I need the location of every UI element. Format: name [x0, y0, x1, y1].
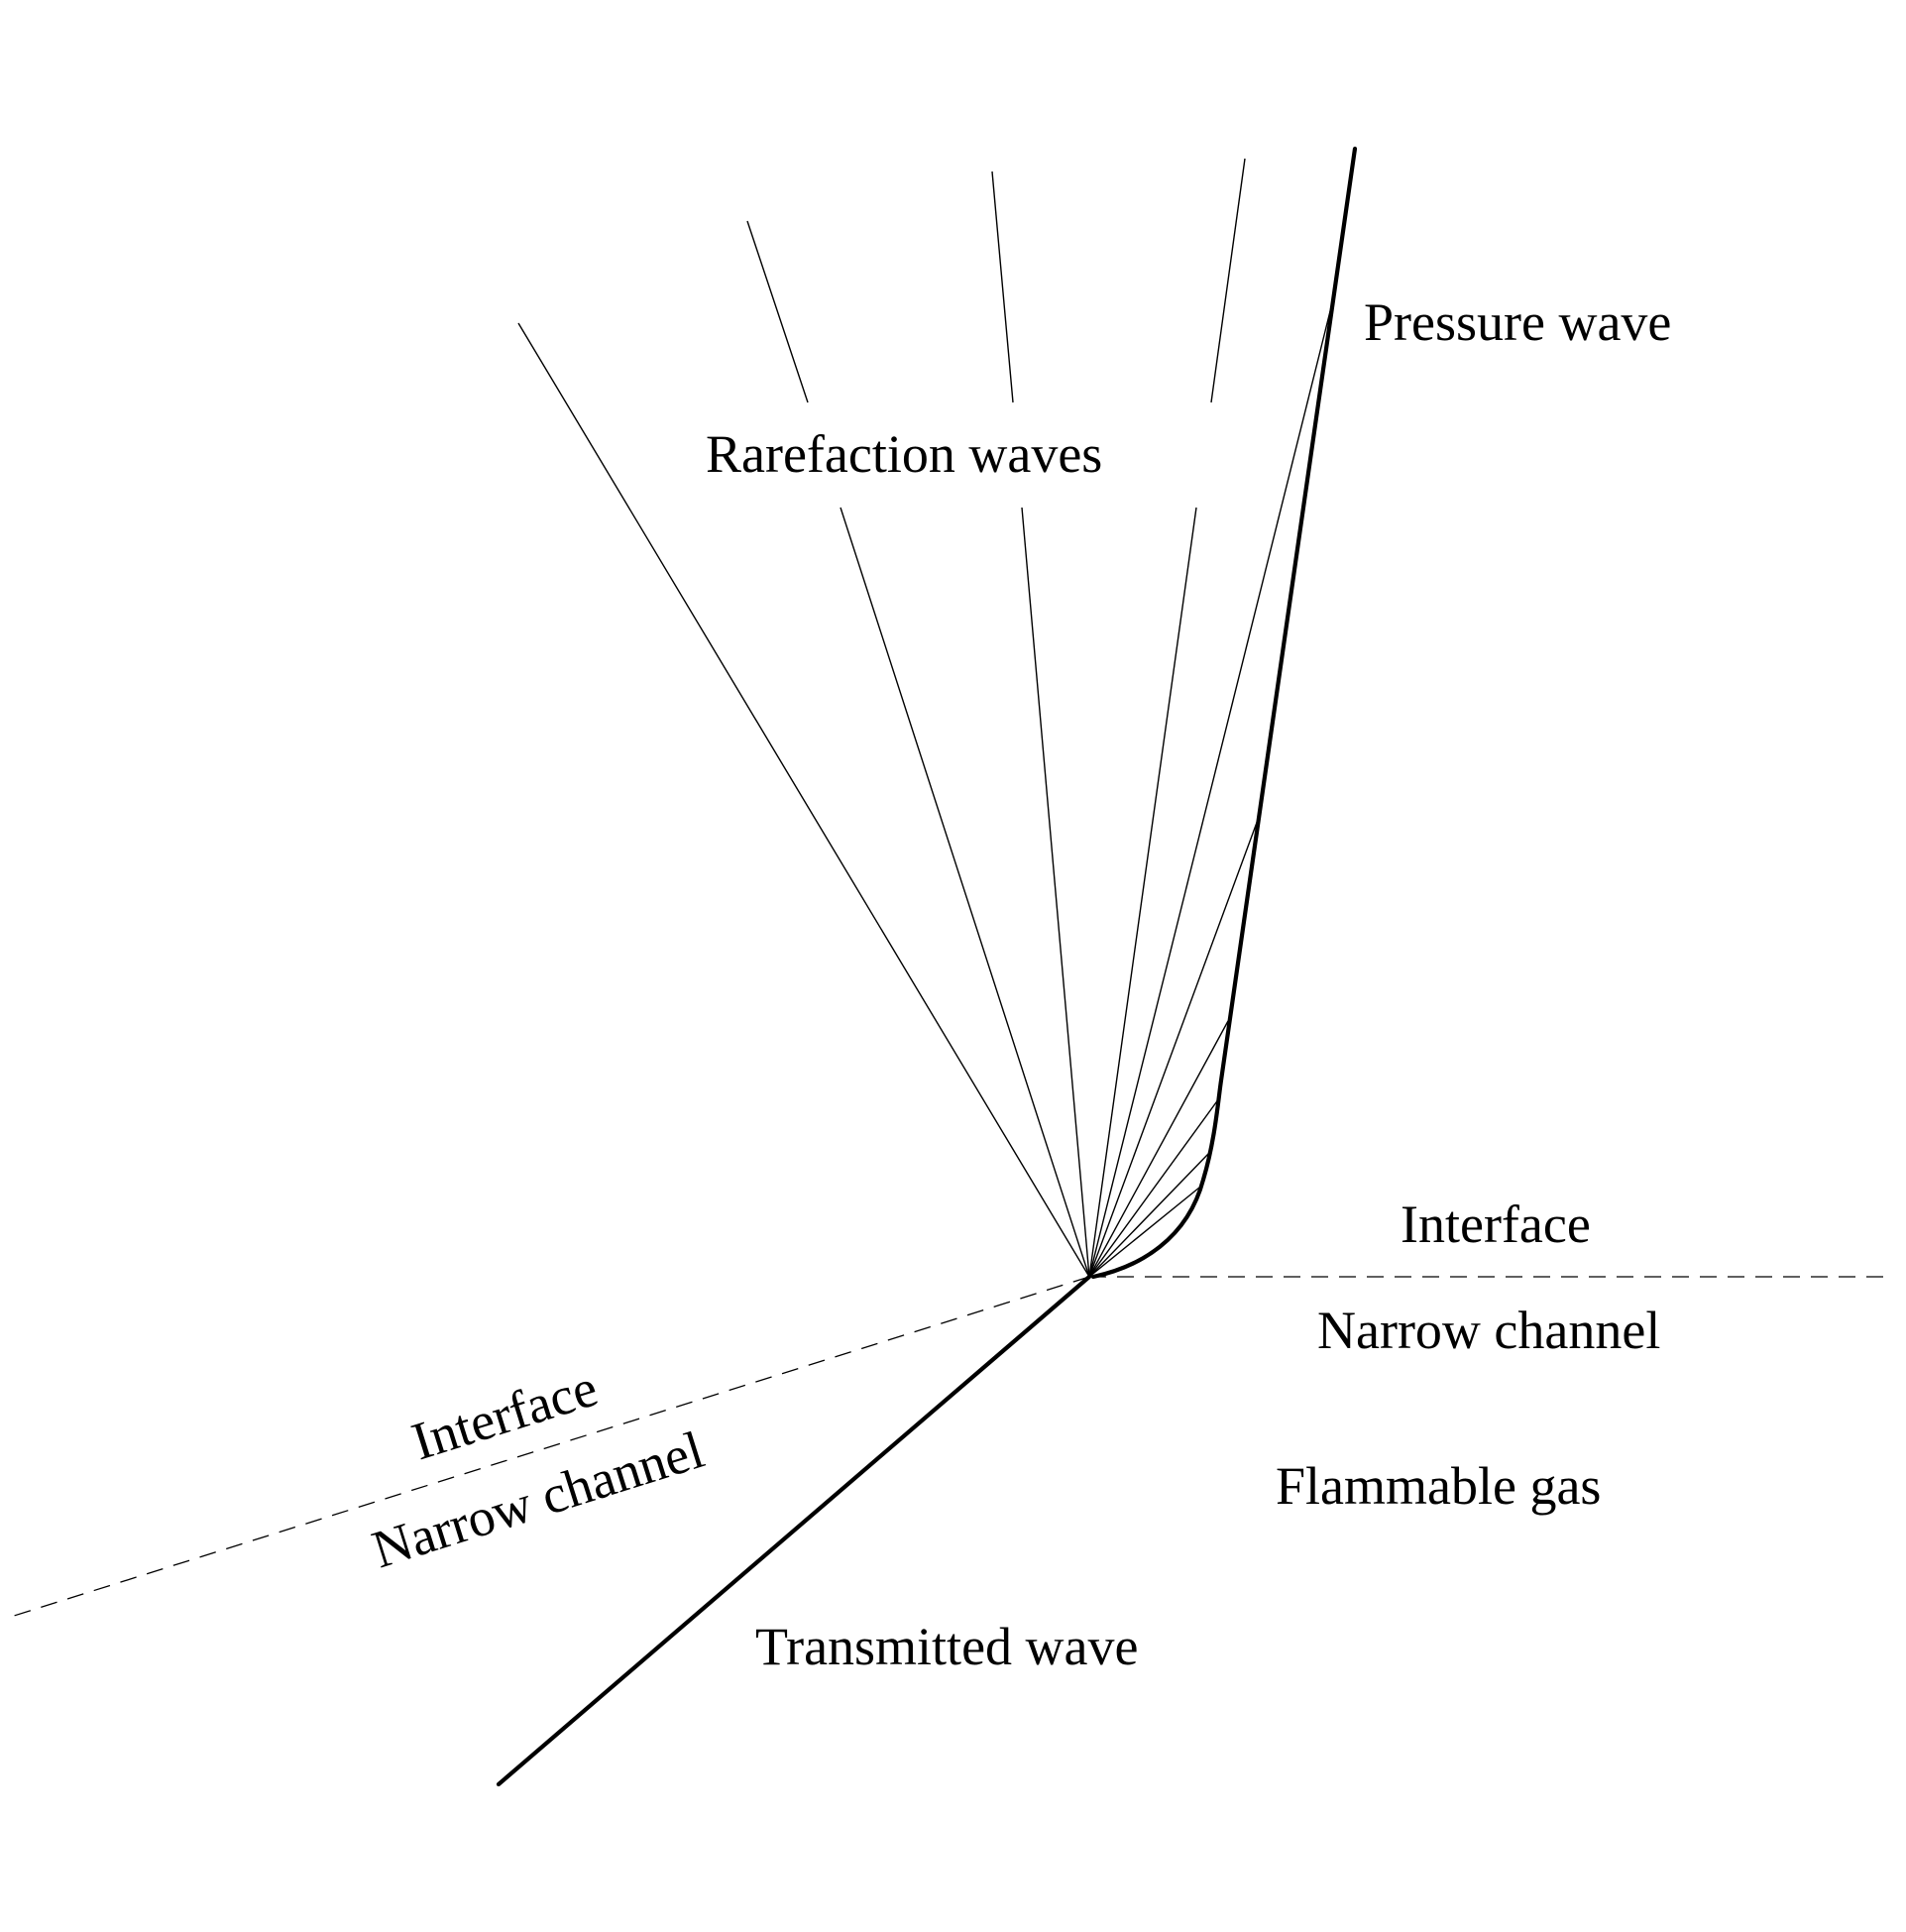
interface-right-label: Interface	[1401, 1194, 1591, 1254]
rarefaction-ray-6	[1088, 819, 1259, 1278]
rarefaction-ray-4-lower	[1088, 507, 1197, 1278]
rarefaction-ray-4-upper	[1210, 158, 1246, 403]
rarefaction-ray-7	[1088, 1020, 1229, 1278]
narrow-channel-right-label: Narrow channel	[1317, 1301, 1660, 1360]
interface-left-label: Interface	[405, 1358, 605, 1472]
pressure-wave-line	[1090, 146, 1358, 1280]
rarefaction-ray-3-lower	[1021, 507, 1090, 1278]
rarefaction-ray-2-upper	[746, 220, 809, 403]
rarefaction-ray-10	[1088, 1187, 1200, 1278]
rarefaction-ray-8	[1088, 1097, 1220, 1278]
flammable-gas-label: Flammable gas	[1276, 1456, 1601, 1516]
rarefaction-ray-1	[517, 322, 1090, 1278]
interface-line-left	[13, 1276, 1090, 1617]
rarefaction-ray-5	[1088, 306, 1332, 1278]
rarefaction-fan	[517, 158, 1332, 1278]
pressure-wave-label: Pressure wave	[1364, 292, 1671, 352]
transmitted-wave-line	[496, 1274, 1092, 1787]
transmitted-wave-label: Transmitted wave	[755, 1617, 1138, 1676]
rarefaction-ray-3-upper	[991, 170, 1014, 403]
rarefaction-waves-label: Rarefaction waves	[706, 424, 1102, 484]
rarefaction-ray-9	[1088, 1151, 1211, 1278]
rarefaction-ray-2-lower	[840, 507, 1090, 1278]
